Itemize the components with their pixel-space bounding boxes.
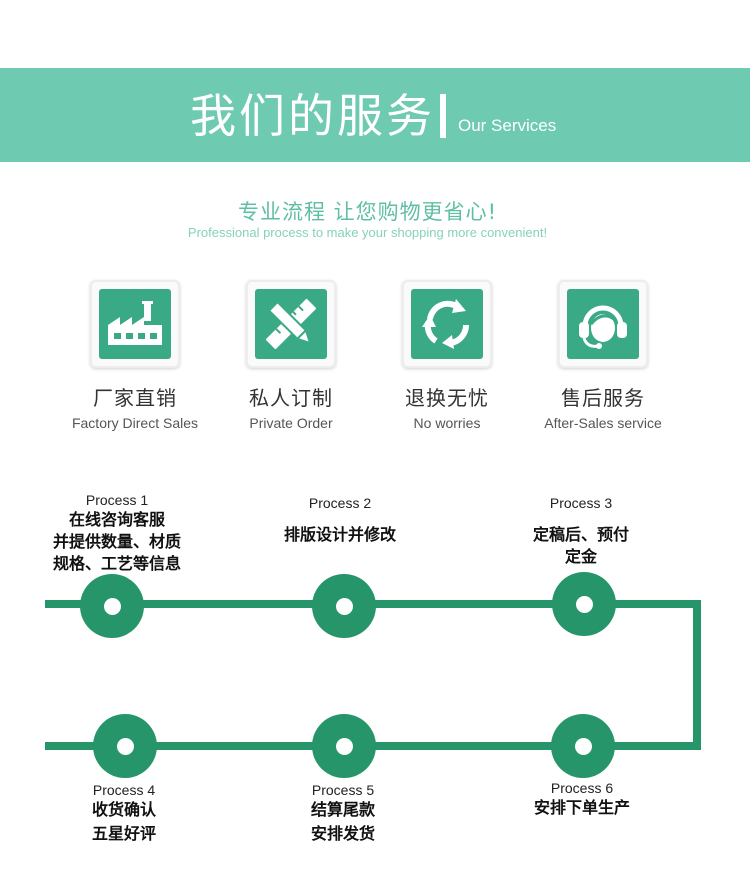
feature-subtitle: No worries: [413, 415, 481, 431]
process-label: Process 3: [549, 495, 613, 511]
process-step-5: Process 5 结算尾款 安排发货: [243, 781, 443, 845]
page-subtitle: Our Services: [458, 116, 557, 135]
process-label: Process 2: [308, 495, 372, 511]
pencil-ruler-icon: [255, 289, 327, 359]
process-text-line: 规格、工艺等信息: [52, 554, 181, 573]
process-text-line: 五星好评: [91, 824, 156, 843]
feature-factory-direct: 厂家直销 Factory Direct Sales: [55, 280, 215, 431]
feature-no-worries: 退换无忧 No worries: [367, 280, 527, 431]
feature-icon-frame: [402, 280, 492, 368]
feature-title: 私人订制: [249, 386, 333, 410]
feature-private-order: 私人订制 Private Order: [211, 280, 371, 431]
feature-subtitle: After-Sales service: [544, 415, 662, 431]
factory-icon: [99, 289, 171, 359]
process-step-6: Process 6 安排下单生产: [482, 779, 682, 819]
process-text-line: 安排发货: [310, 824, 375, 843]
recycle-arrows-icon: [411, 289, 483, 359]
process-node-5: [312, 714, 376, 778]
feature-title: 退换无忧: [405, 386, 489, 410]
process-node-3: [552, 572, 616, 636]
feature-subtitle: Private Order: [249, 415, 333, 431]
process-track-connector: [693, 600, 701, 750]
process-label: Process 4: [92, 782, 156, 798]
tagline-chinese: 专业流程 让您购物更省心!: [237, 200, 498, 224]
feature-icon-frame: [246, 280, 336, 368]
process-text-line: 收货确认: [91, 800, 156, 819]
feature-after-sales: 售后服务 After-Sales service: [523, 280, 683, 431]
process-node-6: [551, 714, 615, 778]
feature-title: 售后服务: [561, 386, 645, 410]
process-label: Process 6: [550, 780, 614, 796]
feature-icon-frame: [90, 280, 180, 368]
process-node-1: [80, 574, 144, 638]
process-step-1: Process 1 在线咨询客服 并提供数量、材质 规格、工艺等信息: [17, 491, 217, 575]
process-label: Process 1: [85, 492, 149, 508]
headset-agent-icon: [567, 289, 639, 359]
process-text-line: 在线咨询客服: [68, 510, 165, 529]
process-text-line: 并提供数量、材质: [52, 532, 181, 551]
process-text-line: 排版设计并修改: [283, 525, 396, 544]
header-banner: 我们的服务 Our Services: [0, 68, 750, 162]
tagline-english: Professional process to make your shoppi…: [187, 225, 548, 240]
process-text-line: 定稿后、预付: [532, 525, 629, 544]
process-node-4: [93, 714, 157, 778]
process-step-2: Process 2 排版设计并修改: [240, 494, 440, 546]
feature-title: 厂家直销: [93, 386, 177, 410]
process-text-line: 安排下单生产: [533, 798, 630, 817]
process-text-line: 结算尾款: [310, 800, 375, 819]
process-node-2: [312, 574, 376, 638]
feature-icon-frame: [558, 280, 648, 368]
process-label: Process 5: [311, 782, 375, 798]
process-step-4: Process 4 收货确认 五星好评: [24, 781, 224, 845]
process-text-line: 定金: [564, 547, 597, 566]
page-title: 我们的服务: [190, 89, 435, 143]
title-divider: [440, 94, 446, 138]
feature-subtitle: Factory Direct Sales: [71, 415, 199, 431]
process-step-3: Process 3 定稿后、预付 定金: [481, 494, 681, 568]
